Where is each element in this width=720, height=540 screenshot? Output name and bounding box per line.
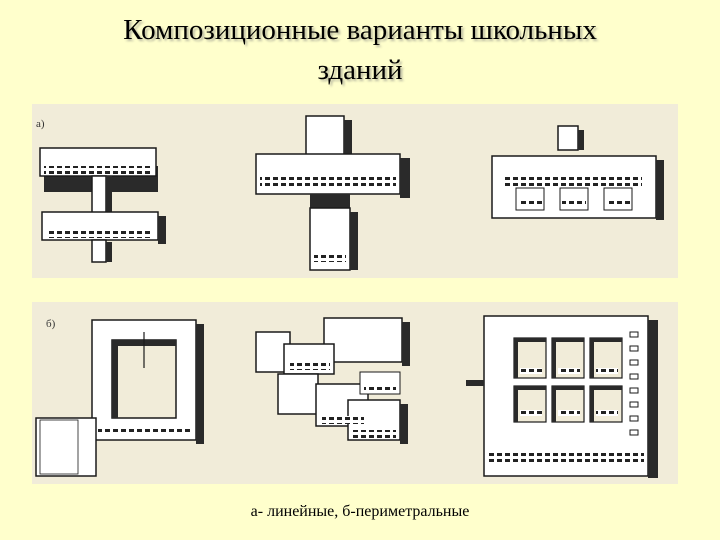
plan-linear-3 bbox=[491, 125, 664, 220]
plan-linear-1 bbox=[39, 147, 166, 263]
plan-linear-2 bbox=[255, 115, 410, 271]
panel-b-label: б) bbox=[46, 318, 56, 330]
title-line-2: зданий bbox=[317, 54, 403, 86]
plan-perimeter-3 bbox=[466, 315, 658, 478]
plan-perimeter-2 bbox=[255, 317, 410, 444]
figure-caption: а- линейные, б-периметральные bbox=[250, 503, 470, 520]
figure-panel-b-perimeter: б) bbox=[32, 302, 678, 484]
slide-title: Композиционные варианты школьных зданий bbox=[0, 10, 720, 90]
figure-panel-a-linear: а) bbox=[32, 104, 678, 278]
panel-a-label: а) bbox=[36, 118, 45, 130]
perimeter-layouts-drawing bbox=[35, 315, 658, 478]
plan-perimeter-1 bbox=[35, 319, 204, 477]
title-line-1: Композиционные варианты школьных bbox=[123, 14, 597, 46]
linear-layouts-drawing bbox=[39, 115, 664, 271]
